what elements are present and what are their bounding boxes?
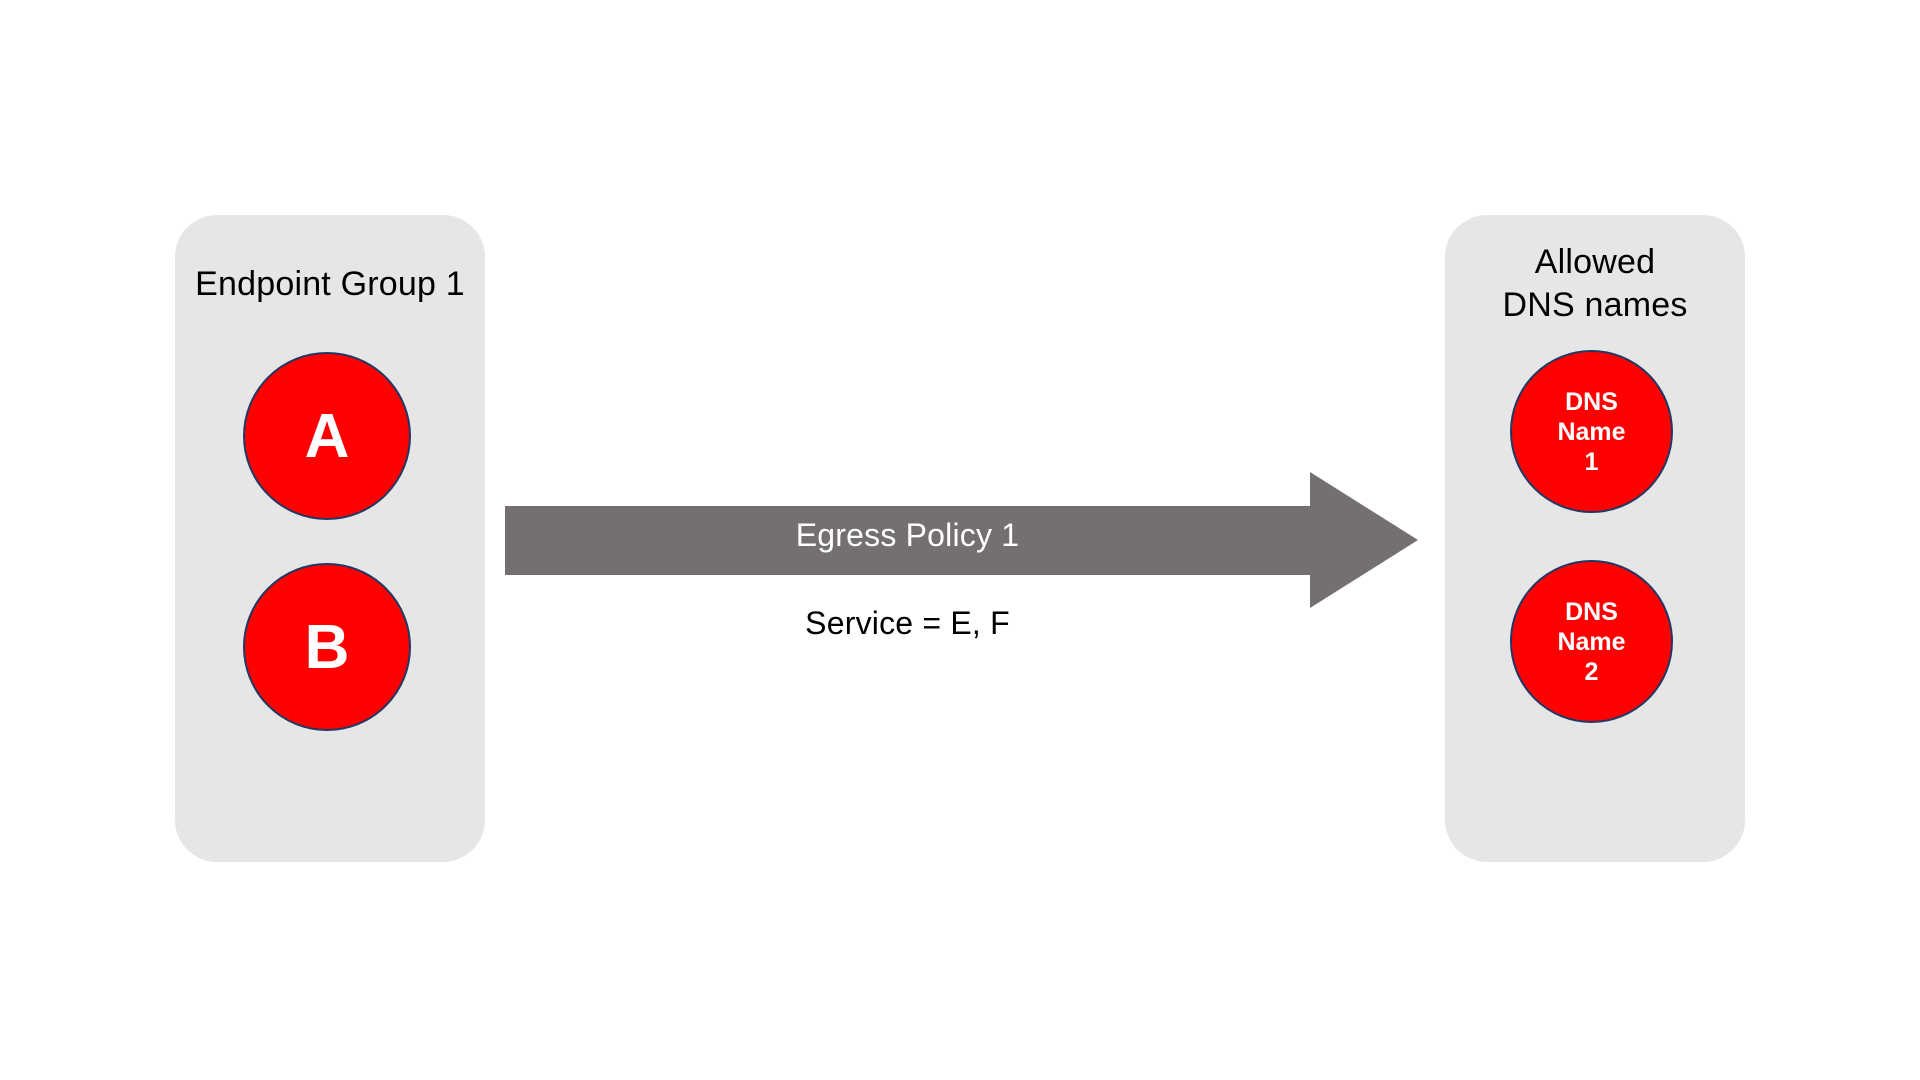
egress-policy-label: Egress Policy 1 (795, 517, 1020, 553)
allowed-dns-panel: Allowed DNS names DNS Name 1 DNS Name 2 (1445, 215, 1745, 862)
endpoint-node-a[interactable]: A (243, 352, 411, 520)
egress-policy-arrow-icon (505, 470, 1420, 610)
endpoint-node-a-label: A (304, 401, 350, 471)
allowed-dns-title: Allowed DNS names (1502, 243, 1688, 324)
dns-name-node-1[interactable]: DNS Name 1 (1510, 350, 1673, 513)
endpoint-node-b-label: B (304, 612, 350, 682)
endpoint-node-b[interactable]: B (243, 563, 411, 731)
endpoint-group-title: Endpoint Group 1 (195, 265, 465, 303)
policy-service-label: Service = E, F (805, 605, 1010, 641)
endpoint-group-panel: Endpoint Group 1 A B (175, 215, 485, 862)
dns-name-node-2[interactable]: DNS Name 2 (1510, 560, 1673, 723)
dns-name-node-2-label: DNS Name 2 (1557, 597, 1626, 686)
arrow-shape (505, 472, 1418, 608)
dns-name-node-1-label: DNS Name 1 (1557, 387, 1626, 476)
